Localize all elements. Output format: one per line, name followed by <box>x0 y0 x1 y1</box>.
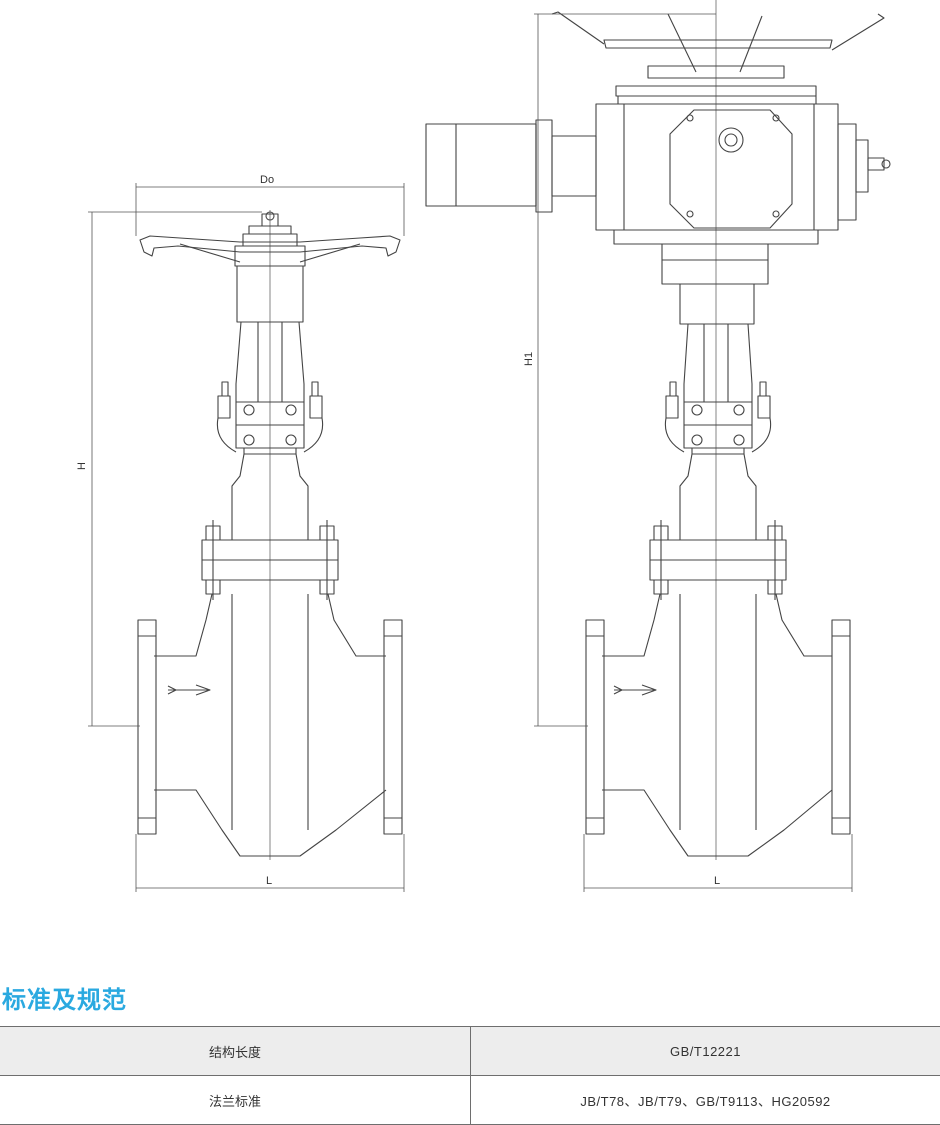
dimension-lines <box>88 183 404 892</box>
dim-label-do: Do <box>260 174 274 186</box>
section-title: 标准及规范 <box>2 980 127 1015</box>
electric-gate-valve: H1 L <box>426 0 890 892</box>
dim-label-l-right: L <box>714 875 720 887</box>
manual-gate-valve: Do H L <box>76 174 404 892</box>
dim-label-h: H <box>76 462 88 470</box>
dim-label-l-left: L <box>266 875 272 887</box>
row-name: 法兰标准 <box>0 1076 471 1125</box>
gland-flange-electric <box>665 382 770 540</box>
table-row: 法兰标准 JB/T78、JB/T79、GB/T9113、HG20592 <box>0 1076 940 1125</box>
row-value: GB/T12221 <box>471 1027 940 1076</box>
actuator-adapter <box>662 244 768 402</box>
table-row: 结构长度 GB/T12221 <box>0 1027 940 1076</box>
electric-actuator <box>426 96 890 244</box>
standards-table: 结构长度 GB/T12221 法兰标准 JB/T78、JB/T79、GB/T91… <box>0 1026 940 1125</box>
valve-technical-drawing: Do H L <box>0 0 940 930</box>
dimension-lines-electric <box>534 14 852 892</box>
dim-label-h1: H1 <box>523 352 535 366</box>
row-value: JB/T78、JB/T79、GB/T9113、HG20592 <box>471 1076 940 1125</box>
actuator-handwheel <box>552 12 884 96</box>
row-name: 结构长度 <box>0 1027 471 1076</box>
valve-body-electric <box>586 594 850 856</box>
bonnet-flange-electric <box>650 520 786 600</box>
